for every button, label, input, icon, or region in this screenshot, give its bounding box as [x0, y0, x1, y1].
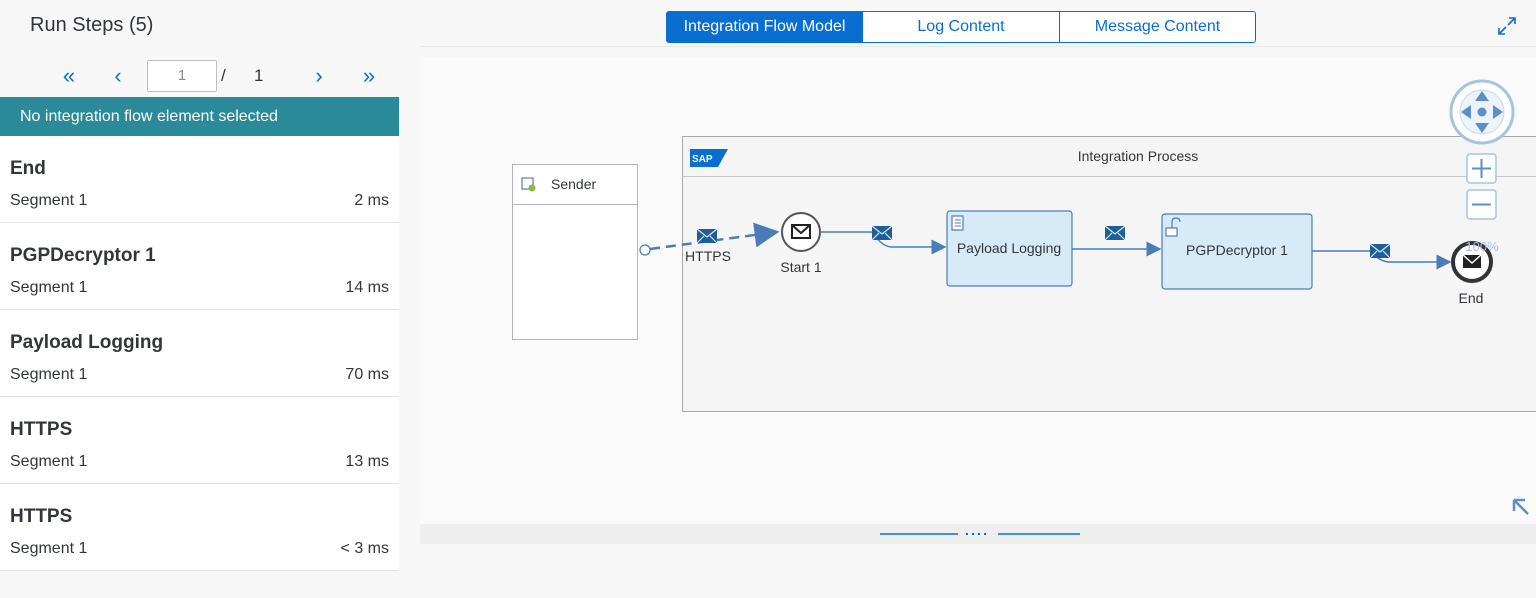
last-page-icon[interactable]: » — [362, 63, 376, 88]
step-duration: 14 ms — [345, 279, 389, 296]
list-item[interactable]: Payload Logging Segment 1 70 ms — [0, 310, 399, 397]
https-connection[interactable]: HTTPS — [639, 222, 780, 264]
tab-integration-flow-model[interactable]: Integration Flow Model — [666, 11, 863, 43]
zoom-level: 100% — [1465, 239, 1499, 254]
page-input[interactable]: 1 — [147, 60, 217, 92]
step-segment: Segment 1 — [10, 540, 88, 557]
list-item[interactable]: HTTPS Segment 1 < 3 ms — [0, 484, 399, 571]
step-name: HTTPS — [10, 506, 73, 527]
step-segment: Segment 1 — [10, 279, 88, 296]
pager: « ‹ 1 / 1 › » — [0, 60, 400, 92]
unlock-icon — [1165, 217, 1181, 237]
participant-icon — [521, 177, 536, 192]
step-name: HTTPS — [10, 419, 73, 440]
payload-logging-step[interactable]: Payload Logging — [946, 210, 1073, 287]
fullscreen-icon[interactable] — [1495, 14, 1519, 38]
first-page-icon[interactable]: « — [62, 63, 76, 88]
start-event[interactable]: Start 1 — [780, 212, 822, 275]
sender-label: Sender — [551, 176, 596, 192]
next-page-icon[interactable]: › — [315, 63, 323, 88]
previous-page-icon[interactable]: ‹ — [114, 63, 122, 88]
splitter-handle-icon[interactable] — [880, 533, 1080, 535]
diagram-canvas[interactable]: Sender SAP Integration Process — [420, 57, 1536, 524]
pool-label: Integration Process — [1078, 148, 1199, 164]
list-item[interactable]: HTTPS Segment 1 13 ms — [0, 397, 399, 484]
flow-panel: Integration Flow Model Log Content Messa… — [420, 0, 1536, 598]
integration-flow-diagram: Sender SAP Integration Process — [512, 79, 1536, 515]
run-steps-panel: Run Steps (5) « ‹ 1 / 1 › » No integrati… — [0, 0, 400, 598]
step-name: Payload Logging — [10, 332, 164, 353]
sap-logo: SAP — [690, 149, 728, 167]
run-steps-list: End Segment 1 2 ms PGPDecryptor 1 Segmen… — [0, 136, 399, 571]
step-name: PGPDecryptor 1 — [10, 245, 156, 266]
end-event[interactable]: End — [1451, 241, 1493, 306]
step-duration: 2 ms — [354, 192, 389, 209]
sap-logo-text: SAP — [692, 154, 713, 165]
envelope-icon — [1369, 243, 1391, 259]
pan-control[interactable] — [1449, 79, 1515, 145]
step-segment: Segment 1 — [10, 453, 88, 470]
pgp-decryptor-step[interactable]: PGPDecryptor 1 — [1161, 213, 1313, 290]
step-name: End — [10, 158, 46, 179]
https-label: HTTPS — [685, 248, 731, 264]
flow-logging-to-decryptor[interactable] — [1072, 225, 1162, 257]
overview-arrow-icon[interactable] — [1512, 498, 1529, 515]
envelope-icon — [871, 225, 893, 241]
script-icon — [951, 215, 964, 231]
zoom-in-icon[interactable] — [1466, 153, 1497, 184]
page-total: 1 — [254, 66, 264, 85]
payload-logging-label: Payload Logging — [957, 240, 1061, 256]
tab-message-content[interactable]: Message Content — [1059, 11, 1256, 43]
flow-start-to-logging[interactable] — [820, 225, 947, 255]
view-tabs-bar: Integration Flow Model Log Content Messa… — [420, 0, 1536, 47]
resize-bar[interactable] — [420, 524, 1536, 544]
list-item[interactable]: End Segment 1 2 ms — [0, 136, 399, 223]
step-segment: Segment 1 — [10, 366, 88, 383]
start-label: Start 1 — [780, 259, 821, 275]
step-duration: 13 ms — [345, 453, 389, 470]
envelope-icon — [696, 228, 718, 244]
page-separator: / — [221, 66, 226, 85]
pgp-decryptor-label: PGPDecryptor 1 — [1186, 242, 1288, 258]
envelope-icon — [1104, 225, 1126, 241]
step-duration: 70 ms — [345, 366, 389, 383]
message-icon — [1462, 254, 1482, 268]
step-duration: < 3 ms — [340, 540, 389, 557]
end-label: End — [1459, 290, 1484, 306]
tab-log-content[interactable]: Log Content — [862, 11, 1060, 43]
message-icon — [791, 224, 811, 239]
run-steps-title: Run Steps (5) — [30, 14, 154, 36]
zoom-out-icon[interactable] — [1466, 189, 1497, 220]
sender-participant[interactable]: Sender — [512, 164, 638, 340]
list-item[interactable]: PGPDecryptor 1 Segment 1 14 ms — [0, 223, 399, 310]
integration-process-pool[interactable]: SAP Integration Process — [682, 136, 1536, 412]
flow-decryptor-to-end[interactable] — [1312, 243, 1452, 270]
selection-banner: No integration flow element selected — [0, 97, 399, 136]
step-segment: Segment 1 — [10, 192, 88, 209]
